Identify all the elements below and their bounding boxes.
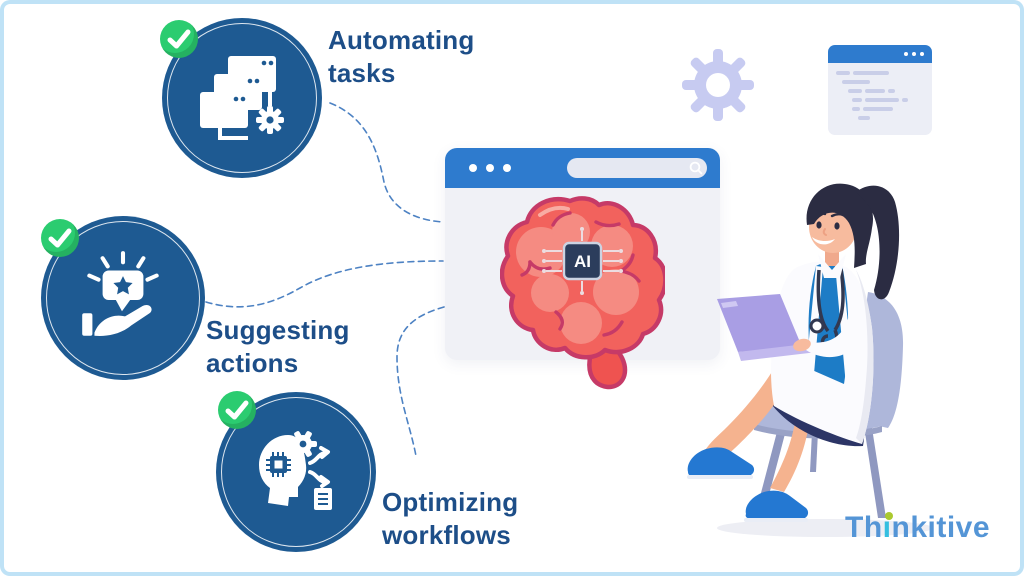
hand <box>793 338 811 352</box>
search-bar <box>567 158 707 178</box>
search-icon <box>689 161 703 175</box>
circuit-traces <box>542 227 623 295</box>
stacked-windows-gear-icon <box>200 56 284 140</box>
feature-circle-optimizing <box>216 391 376 552</box>
check-icon <box>48 228 72 248</box>
connector-optimizing <box>396 306 445 457</box>
ai-chip: AI <box>562 241 603 281</box>
feature-label-suggesting: Suggesting actions <box>206 315 350 378</box>
browser-header <box>445 148 720 188</box>
sleeve-arm <box>802 286 862 358</box>
logo-text-rest: nkitive <box>891 511 991 544</box>
feature-circle-automating <box>160 18 322 178</box>
floor-shadow <box>717 519 933 537</box>
feature-circle-suggesting <box>41 216 205 380</box>
ai-chip-label: AI <box>574 252 591 271</box>
check-icon <box>167 29 191 49</box>
ai-brain-illustration: AI <box>500 196 665 390</box>
check-icon <box>225 400 249 420</box>
front-leg <box>704 362 794 464</box>
collar <box>818 254 846 278</box>
check-badge <box>218 391 256 429</box>
hand-suggestion-bubble-icon <box>82 251 159 336</box>
ponytail <box>856 185 900 300</box>
connector-suggesting <box>205 260 444 308</box>
check-badge <box>41 219 79 257</box>
window-dots <box>469 164 511 172</box>
shoe-back <box>745 490 809 519</box>
gear-icon <box>682 49 754 121</box>
back-leg <box>770 416 810 492</box>
connector-automating <box>329 102 444 223</box>
feature-label-optimizing: Optimizing workflows <box>382 487 519 550</box>
doctor-body <box>687 183 900 522</box>
logo-dot <box>884 512 893 520</box>
code-window <box>828 45 932 135</box>
logo-text-th: Th <box>845 511 883 544</box>
doctor-illustration <box>687 183 933 537</box>
check-badge <box>160 20 198 58</box>
code-window-header <box>828 45 932 63</box>
head-gears-workflow-icon <box>259 431 332 510</box>
feature-label-automating: Automating tasks <box>328 25 475 88</box>
hair <box>806 183 874 268</box>
window-dots <box>904 52 924 56</box>
shoe-front <box>687 447 755 477</box>
code-window-body <box>828 63 932 135</box>
logo-letter-i: ı <box>882 511 893 544</box>
